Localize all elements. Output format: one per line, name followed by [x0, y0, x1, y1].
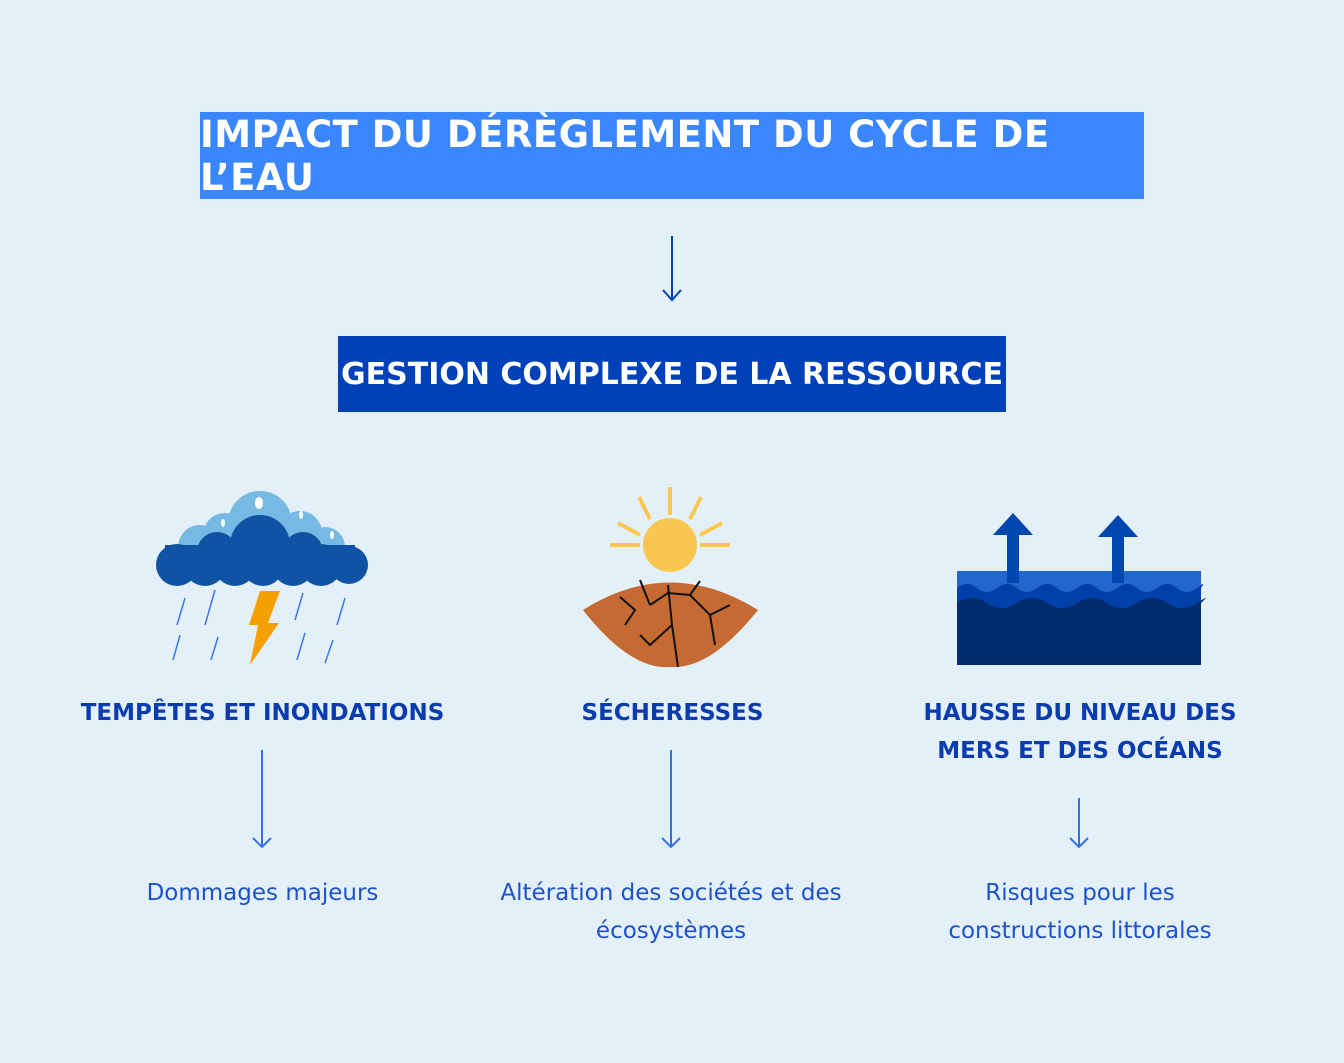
arrow-down-icon [662, 236, 682, 302]
arrow-down-icon [661, 750, 681, 849]
column-description-storms: Dommages majeurs [146, 880, 379, 906]
rising-sea-icon [957, 513, 1206, 665]
storm-cloud-icon [156, 491, 368, 665]
arrow-down-icon [1069, 798, 1089, 849]
title-box: IMPACT DU DÉRÈGLEMENT DU CYCLE DE L’EAU [200, 112, 1144, 199]
arrow-down-icon [252, 750, 272, 849]
column-description-droughts: Altération des sociétés et des écosystèm… [500, 880, 842, 944]
subtitle: GESTION COMPLEXE DE LA RESSOURCE [341, 356, 1003, 392]
column-heading-sea-level: HAUSSE DU NIVEAU DES MERS ET DES OCÉANS [923, 700, 1237, 764]
subtitle-box: GESTION COMPLEXE DE LA RESSOURCE [338, 336, 1006, 412]
title: IMPACT DU DÉRÈGLEMENT DU CYCLE DE L’EAU [200, 112, 1050, 199]
column-heading-droughts: SÉCHERESSES [581, 700, 764, 726]
column-heading-storms: TEMPÊTES ET INONDATIONS [80, 700, 445, 726]
drought-sun-icon [583, 487, 758, 668]
column-description-sea-level: Risques pour les constructions littorale… [948, 880, 1212, 944]
